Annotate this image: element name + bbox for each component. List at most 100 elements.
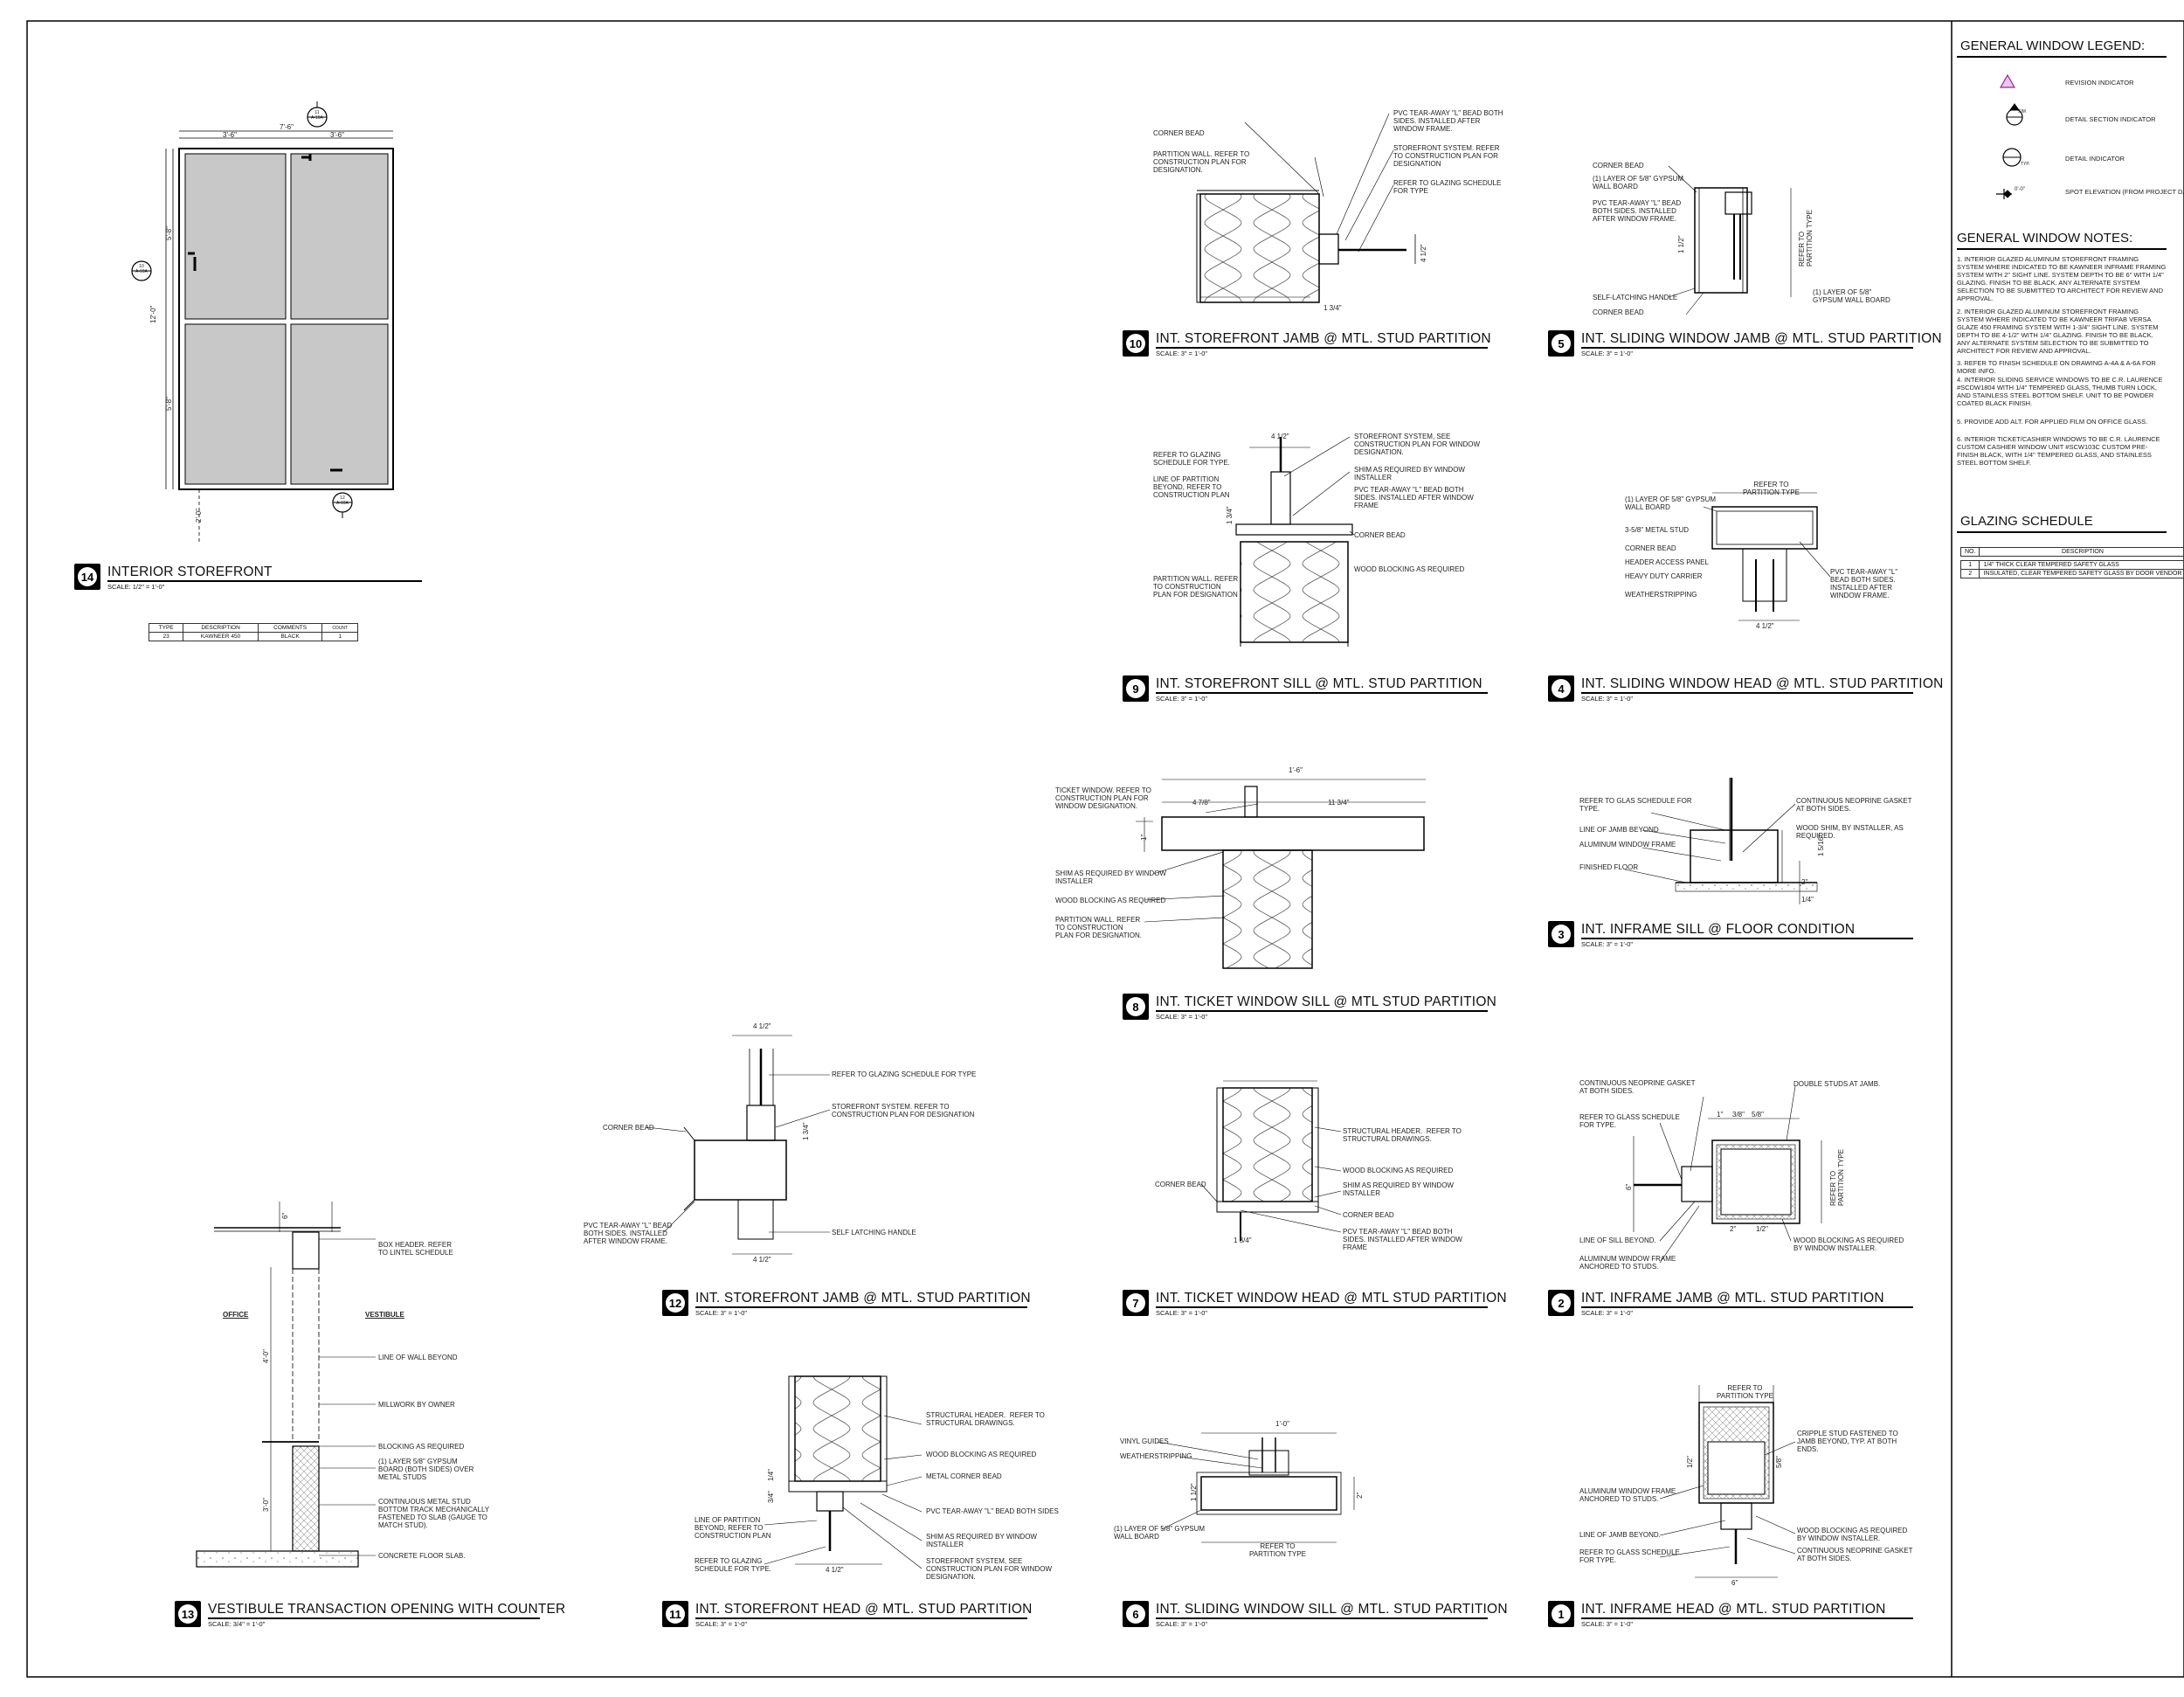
- d3-dim-1: 1 5/16": [1817, 834, 1825, 856]
- d9-line: LINE OF PARTITION BEYOND, REFER TO CONST…: [1153, 475, 1230, 499]
- detail-number-badge: 1: [1548, 1601, 1574, 1627]
- d6-dim-3: 2": [1356, 1492, 1364, 1499]
- d5-gyp-2: (1) LAYER OF 5/8" GYPSUM WALL BOARD: [1813, 288, 1890, 304]
- d5-pvc: PVC TEAR-AWAY "L" BEAD BOTH SIDES. INSTA…: [1593, 199, 1682, 223]
- d12-storefront: STOREFRONT SYSTEM. REFER TO CONSTRUCTION…: [832, 1103, 975, 1119]
- d1-jamb: LINE OF JAMB BEYOND.: [1579, 1531, 1661, 1539]
- d2-glass: REFER TO GLASS SCHEDULE FOR TYPE.: [1579, 1113, 1680, 1129]
- d10-corner-bead: CORNER BEAD: [1153, 129, 1205, 137]
- d12-dim-3: 1 3/4": [802, 1122, 810, 1140]
- d13-dim-2: 3'-0": [262, 1498, 270, 1512]
- detail-number-badge: 14: [74, 564, 100, 590]
- detail-number-badge: 9: [1123, 675, 1149, 702]
- d3-frame: ALUMINUM WINDOW FRAME: [1579, 841, 1676, 848]
- d10-storefront: STOREFRONT SYSTEM. REFER TO CONSTRUCTION…: [1393, 144, 1500, 168]
- d10-partition: PARTITION WALL. REFER TO CONSTRUCTION PL…: [1153, 150, 1250, 174]
- d6-dim-1: 1'-0": [1275, 1420, 1289, 1428]
- detail-number-badge: 6: [1123, 1601, 1149, 1627]
- section-tag-12: 12 A-10A: [336, 495, 349, 506]
- d1-ref: REFER TO PARTITION TYPE: [1717, 1384, 1773, 1400]
- detail-10-drawing: [1196, 113, 1416, 303]
- d1-dim-3: 5/8": [1775, 1456, 1783, 1468]
- d12-glazing: REFER TO GLAZING SCHEDULE FOR TYPE: [832, 1070, 977, 1078]
- notes-heading: GENERAL WINDOW NOTES:: [1957, 231, 2133, 246]
- d5-ref: REFER TO PARTITION TYPE: [1798, 210, 1814, 267]
- d12-handle: SELF LATCHING HANDLE: [832, 1229, 916, 1236]
- d2-wood: WOOD BLOCKING AS REQUIRED BY WINDOW INST…: [1794, 1236, 1904, 1252]
- d5-corner-bead-2: CORNER BEAD: [1593, 308, 1644, 316]
- legend-heading: GENERAL WINDOW LEGEND:: [1960, 38, 2146, 53]
- detail-6-drawing: [1157, 1432, 1355, 1543]
- d11-wood: WOOD BLOCKING AS REQUIRED: [926, 1451, 1037, 1458]
- detail-number-badge: 5: [1548, 330, 1574, 357]
- d11-glazing: REFER TO GLAZING SCHEDULE FOR TYPE.: [695, 1557, 771, 1573]
- legend-symbols: [1996, 73, 2023, 199]
- glazing-col-desc: DESCRIPTION: [1979, 547, 2184, 557]
- note-4: 4. INTERIOR SLIDING SERVICE WINDOWS TO B…: [1957, 376, 2163, 407]
- d3-glass: REFER TO GLAS SCHEDULE FOR TYPE.: [1579, 797, 1692, 813]
- section-tag-11: 11 A-10A: [311, 110, 323, 121]
- d13-stud: CONTINUOUS METAL STUD BOTTOM TRACK MECHA…: [378, 1498, 490, 1529]
- legend-spot-text: SPOT ELEVATION (FROM PROJECT DATUM): [2065, 188, 2184, 196]
- glazing-heading: GLAZING SCHEDULE: [1960, 514, 2093, 529]
- d13-box: BOX HEADER. REFER TO LINTEL SCHEDULE: [378, 1241, 453, 1257]
- d6-vinyl: VINYL GUIDES: [1120, 1437, 1169, 1445]
- detail-number-badge: 8: [1123, 994, 1149, 1020]
- detail-8-drawing: [1136, 779, 1426, 969]
- d13-gyp: (1) LAYER 5/8" GYPSUM BOARD (BOTH SIDES)…: [378, 1458, 474, 1481]
- d3-shim: WOOD SHIM, BY INSTALLER, AS REQUIRED.: [1796, 824, 1904, 840]
- detail-4-drawing: [1703, 492, 1831, 621]
- d1-dim-2: 1/2": [1686, 1456, 1694, 1468]
- legend-spot-sym: 0'-0": [2015, 187, 2025, 192]
- d8-dim-1: 1'-6": [1289, 766, 1303, 774]
- d13-blocking: BLOCKING AS REQUIRED: [378, 1443, 465, 1451]
- d3-gasket: CONTINUOUS NEOPRINE GASKET AT BOTH SIDES…: [1796, 797, 1912, 813]
- d3-floor: FINISHED FLOOR: [1579, 863, 1639, 871]
- d6-gyp: (1) LAYER OF 5/8" GYPSUM WALL BOARD: [1114, 1525, 1206, 1541]
- d7-header: STRUCTURAL HEADER. REFER TO STRUCTURAL D…: [1343, 1127, 1462, 1143]
- d10-dim-2: 4 1/2": [1420, 244, 1427, 262]
- d4-dim: 4 1/2": [1756, 622, 1774, 630]
- d12-pvc: PVC TEAR-AWAY "L" BEAD BOTH SIDES. INSTA…: [584, 1222, 673, 1245]
- d9-storefront: STOREFRONT SYSTEM, SEE CONSTRUCTION PLAN…: [1354, 433, 1480, 456]
- legend-detail-sym: TYP.: [2021, 162, 2030, 167]
- d5-gyp: (1) LAYER OF 5/8" GYPSUM WALL BOARD: [1593, 175, 1684, 190]
- d7-corner: CORNER BEAD: [1343, 1211, 1394, 1219]
- d2-sill: LINE OF SILL BEYOND.: [1579, 1236, 1656, 1244]
- note-3: 3. REFER TO FINISH SCHEDULE ON DRAWING A…: [1957, 359, 2156, 375]
- detail-11-drawing: [764, 1375, 923, 1569]
- d2-gasket: CONTINUOUS NEOPRINE GASKET AT BOTH SIDES…: [1579, 1079, 1696, 1095]
- d3-jamb: LINE OF JAMB BEYOND: [1579, 826, 1659, 834]
- d7-pvc: PCV TEAR-AWAY "L" BEAD BOTH SIDES. INSTA…: [1343, 1228, 1462, 1251]
- legend-section-sym: SIM: [2018, 109, 2026, 114]
- d7-shim: SHIM AS REQUIRED BY WINDOW INSTALLER: [1343, 1181, 1454, 1197]
- d11-dim-1: 4 1/2": [826, 1566, 844, 1574]
- d14-dim-left: 3'-6": [223, 131, 237, 139]
- detail-1-drawing: [1659, 1385, 1796, 1578]
- d9-shim: SHIM AS REQUIRED BY WINDOW INSTALLER: [1354, 466, 1465, 481]
- d13-office: OFFICE: [223, 1311, 249, 1319]
- d9-corner: CORNER BEAD: [1354, 531, 1406, 539]
- d11-shim: SHIM AS REQUIRED BY WINDOW INSTALLER: [926, 1533, 1037, 1548]
- d4-pvc: PVC TEAR-AWAY "L" BEAD BOTH SIDES. INSTA…: [1830, 568, 1898, 599]
- detail-number-badge: 3: [1548, 921, 1574, 947]
- legend-underline: [1957, 56, 2167, 58]
- d14-dim-total: 7'-6": [280, 123, 294, 131]
- d7-dim: 1 3/4": [1234, 1236, 1252, 1244]
- detail-14-dimensions: 7'-6" 3'-6" 3'-6" 12'-0" 5'-8" 5'-8" 2'-…: [149, 123, 344, 523]
- d1-frame: ALUMINUM WINDOW FRAME ANCHORED TO STUDS.: [1579, 1487, 1676, 1503]
- d11-dim-2: 1/4": [767, 1469, 775, 1481]
- d5-corner-bead: CORNER BEAD: [1593, 162, 1644, 170]
- d4-header: HEADER ACCESS PANEL: [1625, 558, 1709, 566]
- d4-carrier: HEAVY DUTY CARRIER: [1625, 572, 1703, 580]
- d11-storefront: STOREFRONT SYSTEM, SEE CONSTRUCTION PLAN…: [926, 1557, 1052, 1581]
- detail-5-drawing: [1668, 165, 1792, 315]
- legend-section-text: DETAIL SECTION INDICATOR: [2065, 115, 2156, 123]
- d13-dim-1: 4'-0": [262, 1349, 270, 1363]
- d11-pvc: PVC TEAR-AWAY "L" BEAD BOTH SIDES: [926, 1507, 1059, 1515]
- section-tag-10: 10 A-10A: [135, 264, 148, 274]
- d6-ref: REFER TO PARTITION TYPE: [1249, 1542, 1306, 1558]
